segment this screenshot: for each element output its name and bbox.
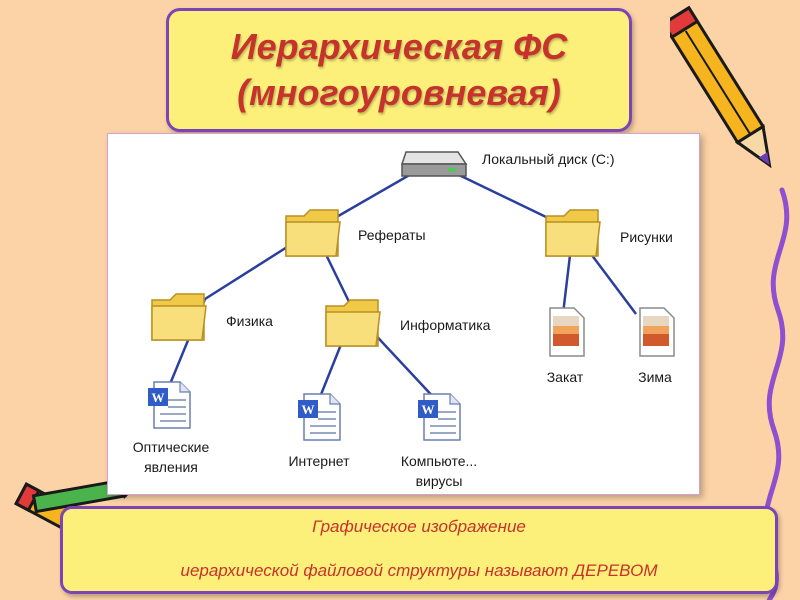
image-file-icon[interactable] [634, 306, 676, 358]
page-subtitle: (многоуровневая) [237, 72, 561, 113]
folder-icon[interactable] [324, 296, 382, 350]
word-document-icon[interactable]: W [296, 392, 342, 442]
file-label-zakat: Закат [546, 369, 584, 385]
pencil-icon [670, 5, 772, 169]
folder-label-informatika: Информатика [400, 317, 491, 333]
folder-label-fizika: Физика [226, 313, 273, 329]
svg-text:W: W [302, 402, 315, 417]
word-document-icon[interactable]: W [146, 380, 192, 430]
folder-icon[interactable] [284, 206, 342, 260]
file-label-optika-line2: явления [144, 459, 198, 475]
folder-label-referaty: Рефераты [358, 227, 426, 243]
tree-node-root-label: Локальный диск (C:) [482, 151, 615, 167]
page-title: Иерархическая ФС [230, 26, 568, 67]
folder-icon[interactable] [150, 290, 208, 344]
title-box: Иерархическая ФС (многоуровневая) [166, 8, 632, 132]
folder-icon[interactable] [544, 206, 602, 260]
caption-box: Графическое изображение иерархической фа… [60, 506, 778, 594]
caption-line-1: Графическое изображение [312, 517, 526, 536]
file-label-optika-line1: Оптические [132, 439, 210, 455]
file-label-kompyute-line1: Компьюте... [400, 453, 478, 469]
svg-text:W: W [152, 390, 165, 405]
file-label-internet: Интернет [288, 453, 350, 469]
file-label-zima: Зима [638, 369, 672, 385]
caption-line-2: иерархической файловой структуры называю… [180, 561, 658, 580]
file-tree-diagram: Локальный диск (C:) Рефераты Рисунки Физ… [107, 133, 700, 495]
word-document-icon[interactable]: W [416, 392, 462, 442]
hard-drive-icon[interactable] [398, 140, 468, 180]
image-file-icon[interactable] [544, 306, 586, 358]
svg-text:W: W [422, 402, 435, 417]
folder-label-risunki: Рисунки [620, 229, 673, 245]
file-label-kompyute-line2: вирусы [415, 473, 463, 489]
